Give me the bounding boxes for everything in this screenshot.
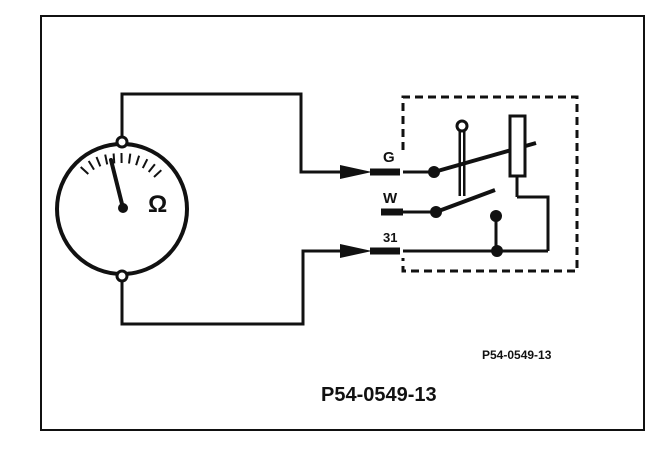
warning-switch [430,188,503,257]
ohmmeter: Ω [55,135,189,283]
figure-reference-small: P54-0549-13 [482,348,552,362]
lead-g [120,92,345,174]
resistor-return-wire [517,195,550,251]
meter-scale [80,152,162,178]
diagram-frame [40,15,645,431]
figure-caption: P54-0549-13 [321,384,437,406]
terminal-31-label: 31 [383,230,397,245]
needle-pivot [118,203,128,213]
meter-terminal-bottom [115,269,129,283]
terminal-g-label: G [383,149,395,166]
terminal-w-label: W [383,190,398,207]
meter-terminal-top [115,135,129,149]
lead-31 [120,249,345,326]
arrow-31 [340,244,372,258]
sender-housing [401,95,579,273]
test-leads [120,92,345,326]
sender-unit: G W 31 [381,95,579,273]
resistor-element [508,114,527,178]
ohm-symbol: Ω [148,191,167,218]
meter-needle [109,158,125,210]
arrow-g [340,165,372,179]
